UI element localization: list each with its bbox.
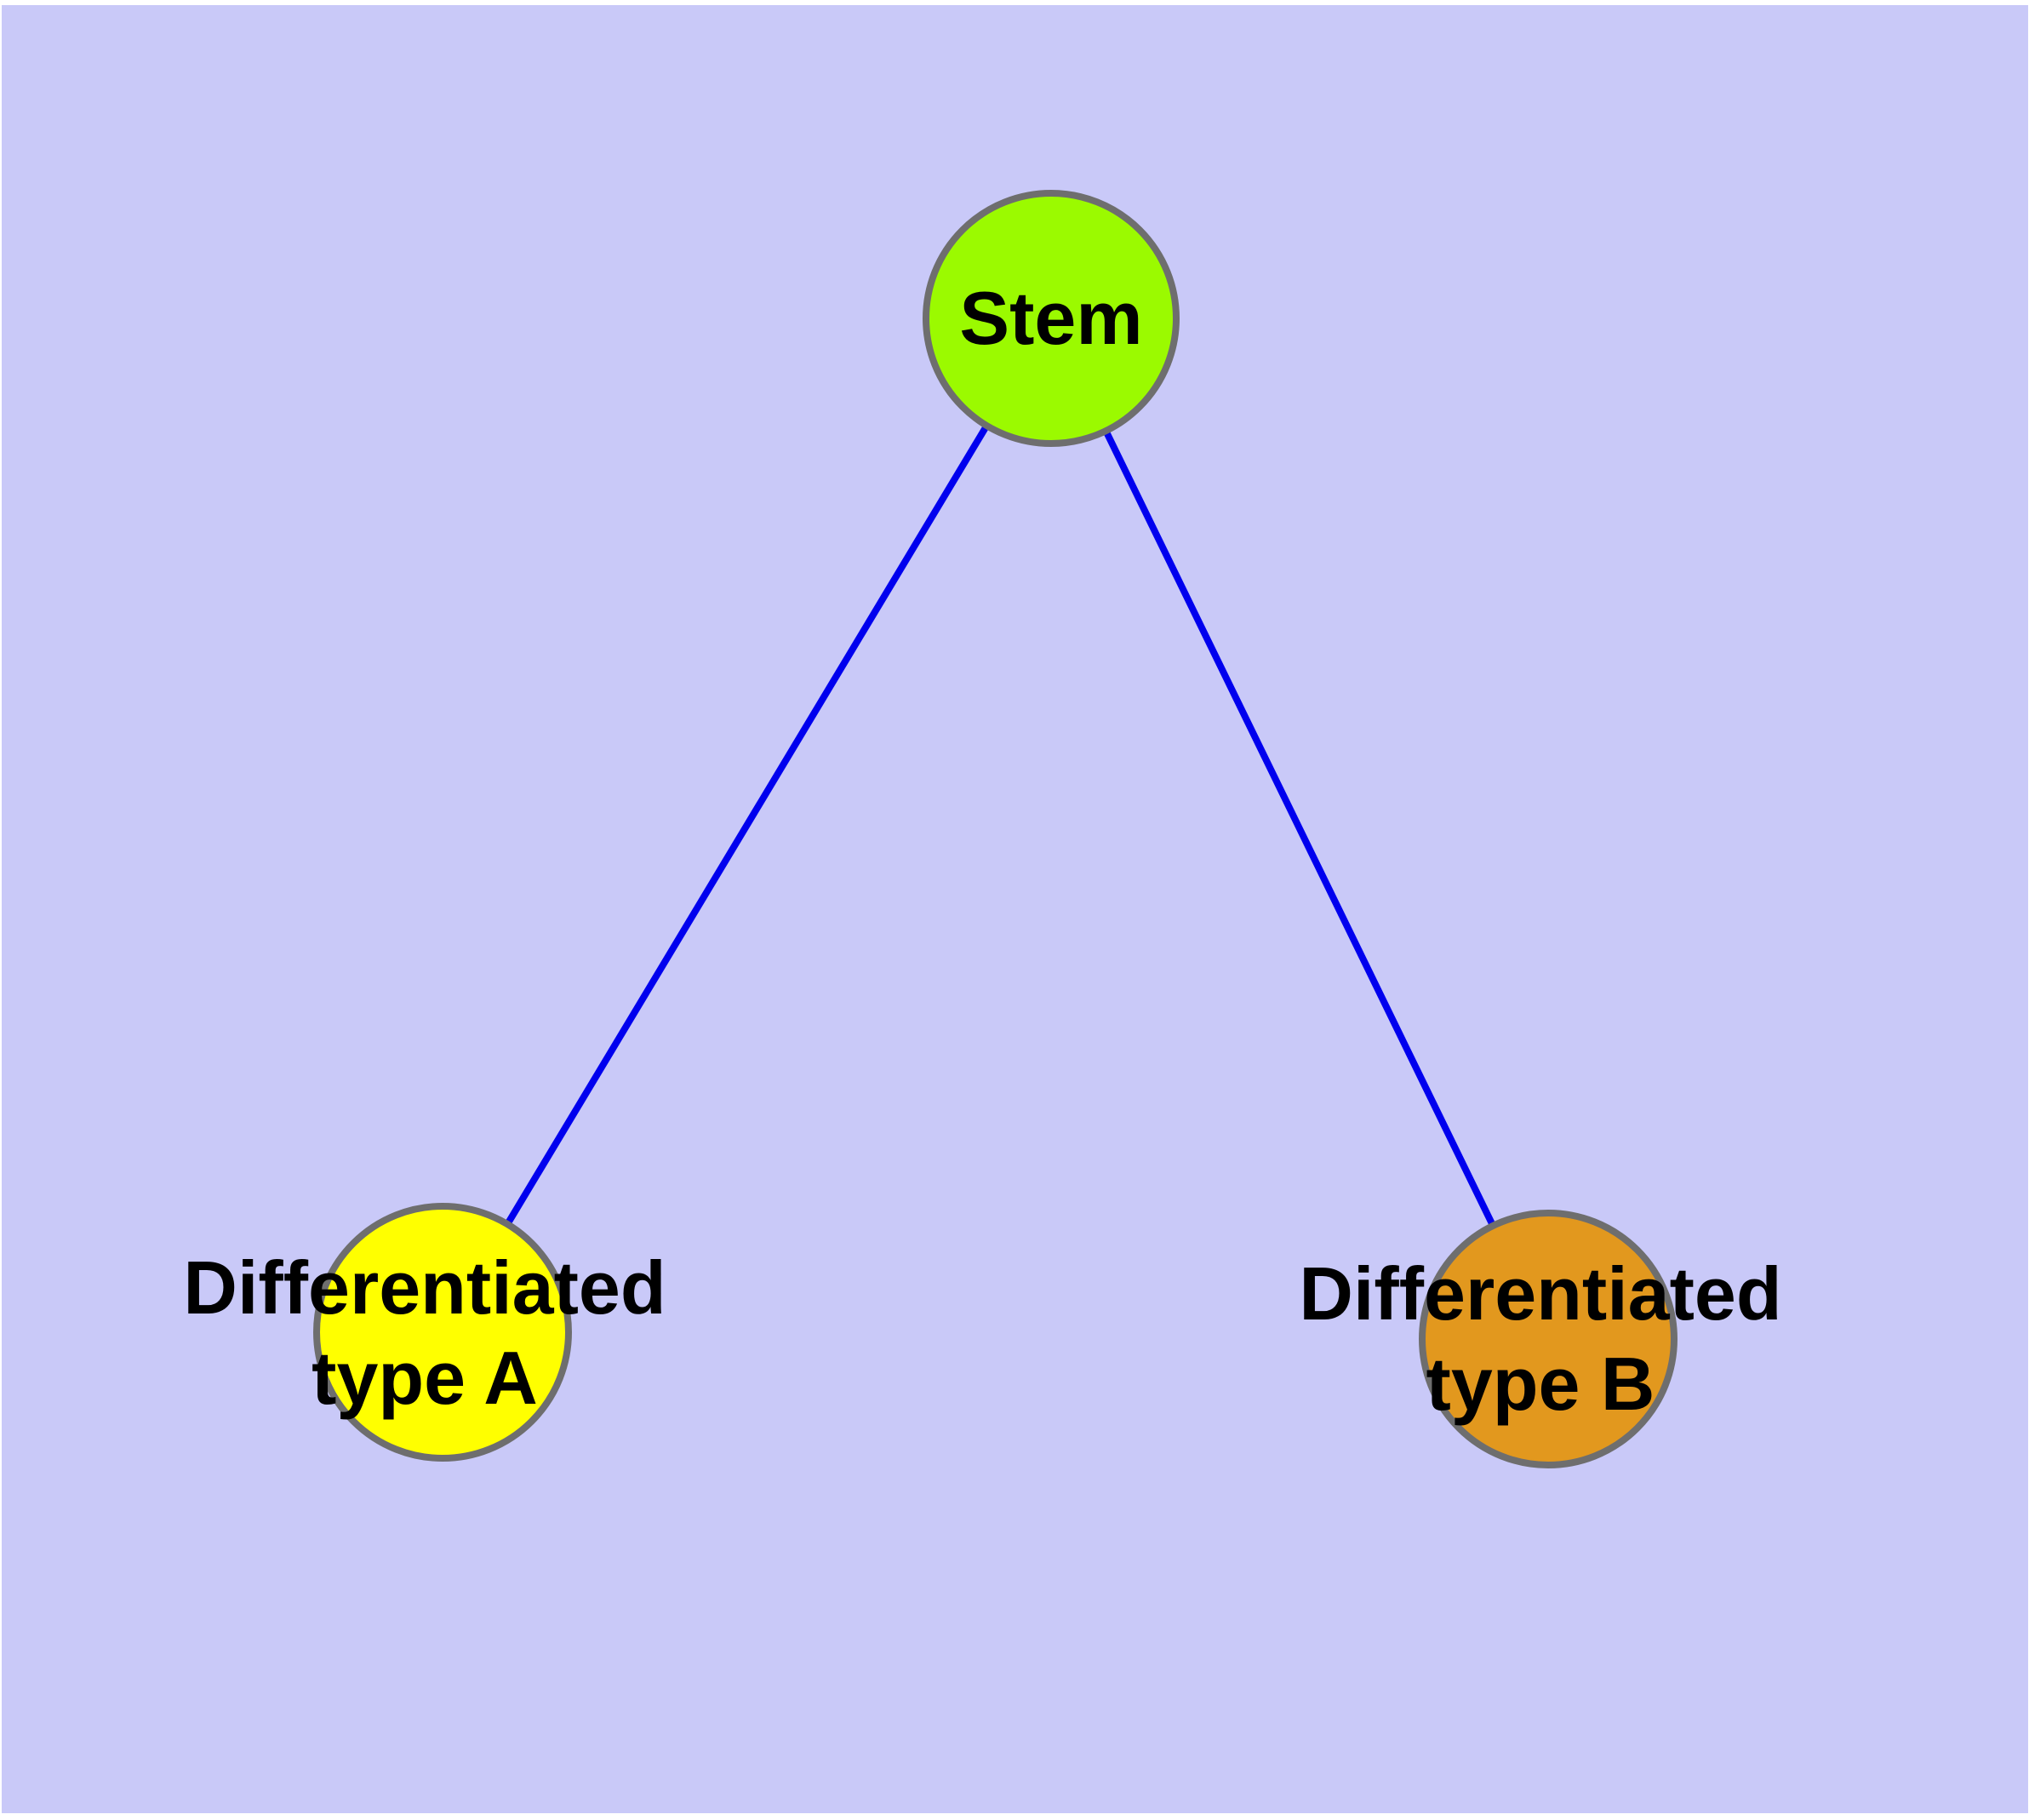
diagram-canvas: Stem Differentiated type A Differentiate…: [2, 5, 2028, 1813]
node-differentiated-type-a-circle[interactable]: [313, 1203, 572, 1462]
node-stem-label: Stem: [959, 276, 1143, 360]
node-differentiated-type-b-circle[interactable]: [1419, 1210, 1677, 1468]
node-differentiated-type-b-label: Differentiated type B: [1299, 1251, 1782, 1426]
edge-stem-to-type-b: [1048, 317, 1552, 1341]
node-stem-circle[interactable]: [923, 190, 1180, 447]
edges-layer: [439, 316, 1552, 1341]
node-differentiated-type-a-label: Differentiated type A: [183, 1245, 666, 1420]
edge-stem-to-type-a: [439, 316, 1055, 1335]
